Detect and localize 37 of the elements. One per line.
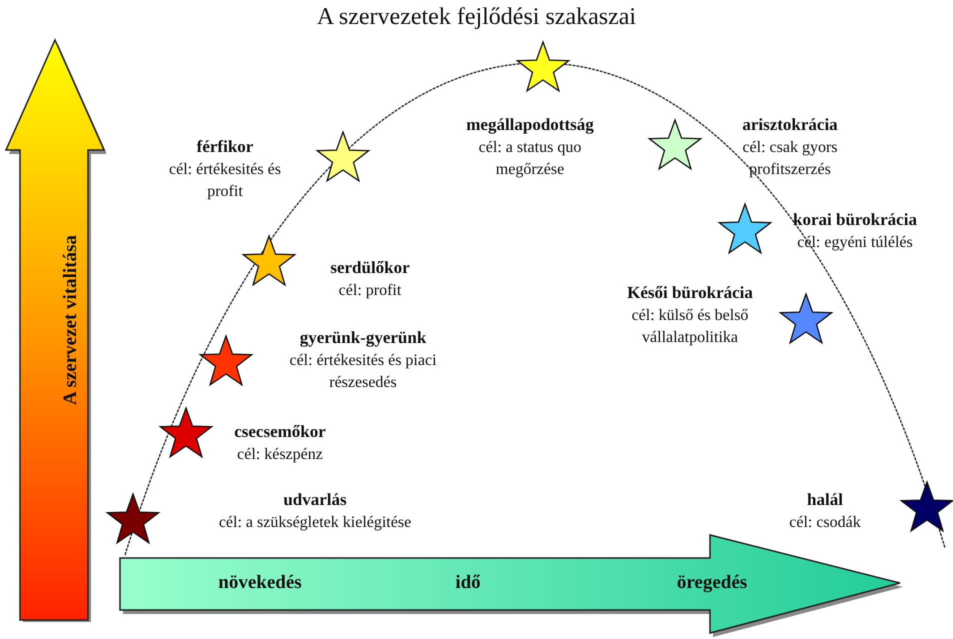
star-marker <box>515 40 571 94</box>
star-marker <box>899 480 953 534</box>
star-marker <box>198 334 254 388</box>
stage-name: serdülőkor <box>330 258 410 278</box>
star-marker <box>778 292 834 346</box>
stage-name: arisztokrácia <box>742 115 838 135</box>
stage-goal: cél: profit <box>338 281 402 301</box>
stage-name: gyerünk-gyerünk <box>300 328 426 348</box>
axis-label: öregedés <box>676 572 748 594</box>
stage-goal: cél: csak gyors profitszerzés <box>741 138 839 180</box>
diagram-title: A szervezetek fejlődési szakaszai <box>316 4 638 31</box>
stage-goal: cél: értékesités és profit <box>168 160 282 202</box>
stage-goal: cél: külső és belső vállalatpolitika <box>630 306 750 348</box>
star-marker <box>315 130 371 184</box>
stage-name: megállapodottság <box>466 115 594 135</box>
stage-goal: cél: csodák <box>789 513 861 533</box>
star-marker <box>647 118 703 172</box>
stage-goal: cél: a szükségletek kielégitése <box>218 513 412 533</box>
star-marker <box>105 492 161 546</box>
vitality-arrow <box>4 38 106 622</box>
star-marker <box>717 202 773 256</box>
stage-goal: cél: a status quo megőrzése <box>478 138 582 180</box>
stage-name: férfikor <box>196 137 254 157</box>
stage-name: Késői bürokrácia <box>627 283 753 303</box>
axis-label: A szervezet vitalitása <box>60 235 82 405</box>
time-arrow <box>118 533 904 637</box>
stage-name: korai bürokrácia <box>793 210 917 230</box>
star-marker <box>158 406 214 460</box>
stage-goal: cél: értékesités és piaci részesedés <box>288 351 438 393</box>
stage-goal: cél: készpénz <box>237 445 323 465</box>
stage-name: udvarlás <box>283 490 347 510</box>
stage-goal: cél: egyéni túlélés <box>797 233 913 253</box>
stage-name: csecsemőkor <box>234 422 326 442</box>
axis-label: növekedés <box>218 572 302 594</box>
axis-label: idő <box>455 572 481 594</box>
stage-name: halál <box>807 490 843 510</box>
star-marker <box>241 234 297 288</box>
